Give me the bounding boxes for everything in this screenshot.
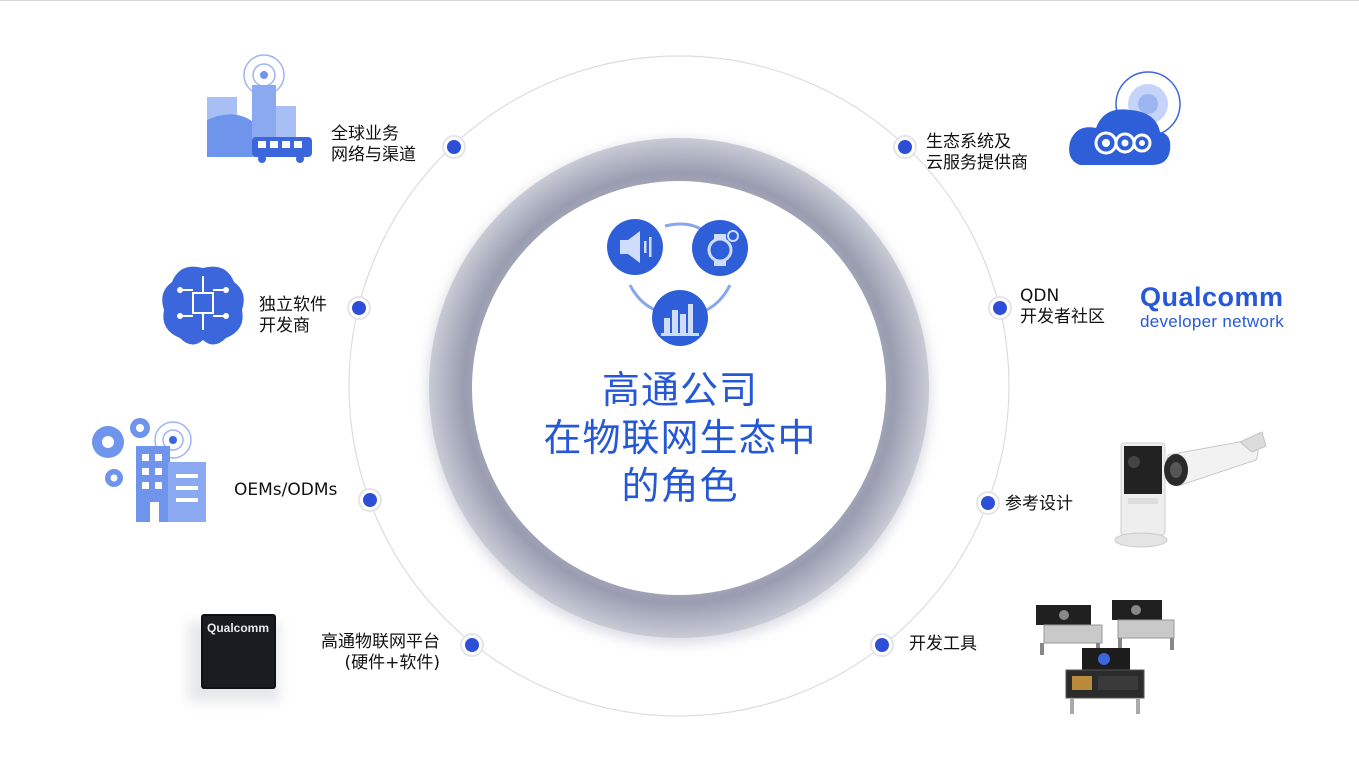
qdn-logo-brand: Qualcomm [1140,282,1284,312]
brain-circuit-icon [162,266,244,345]
center-title: 高通公司 在物联网生态中 的角色 [480,366,880,510]
node-label-line: (硬件+软件) [344,653,440,673]
node-label-line: 云服务提供商 [926,153,1028,173]
node-label-oem: OEMs/ODMs [234,480,337,501]
node-label-line: 开发工具 [909,634,977,654]
node-label-qdn: QDN 开发者社区 [1020,286,1105,328]
node-label-line: 生态系统及 [926,132,1011,152]
qualcomm-chip-icon: Qualcomm [188,614,280,702]
dev-board-left [1036,605,1103,655]
center-icon-group [607,219,748,346]
node-label-line: QDN [1020,286,1060,306]
cloud-icon [1069,71,1181,165]
top-divider [0,0,1359,1]
qdn-logo-sub: developer network [1140,312,1285,331]
city-bus-icon [207,54,312,163]
center-title-line-1: 高通公司 [601,368,758,412]
node-label-line: 高通物联网平台 [321,632,440,652]
node-dots [347,135,1012,657]
chip-brand: Qualcomm [207,621,269,635]
smartwatch-icon [692,220,748,276]
dev-board-bottom [1065,648,1145,714]
center-title-line-3: 的角色 [621,464,739,508]
node-label-cloud: 生态系统及 云服务提供商 [926,132,1028,174]
node-label-isv: 独立软件 开发商 [259,295,327,337]
node-label-platform: 高通物联网平台 (硬件+软件) [300,632,440,674]
factory-gears-icon [92,418,206,522]
dev-boards-icon [1036,600,1175,714]
node-label-global-network: 全球业务 网络与渠道 [331,124,416,166]
node-label-reference: 参考设计 [1005,494,1073,515]
node-label-line: 参考设计 [1005,494,1073,514]
node-label-line: 独立软件 [259,295,327,315]
node-label-line: 开发商 [259,316,310,336]
dev-board-right [1112,600,1175,650]
speaker-icon [607,219,663,275]
node-label-line: 开发者社区 [1020,307,1105,327]
camera-devices-icon [1114,431,1267,548]
outer-orbit [348,55,1010,717]
node-label-line: 全球业务 [331,124,399,144]
smart-city-icon [652,290,708,346]
node-label-devtools: 开发工具 [909,634,977,655]
center-title-line-2: 在物联网生态中 [543,416,817,460]
node-label-line: OEMs/ODMs [234,480,338,500]
qdn-logo: Qualcomm developer network [1140,282,1284,332]
node-label-line: 网络与渠道 [331,145,416,165]
center-disc [472,181,886,595]
